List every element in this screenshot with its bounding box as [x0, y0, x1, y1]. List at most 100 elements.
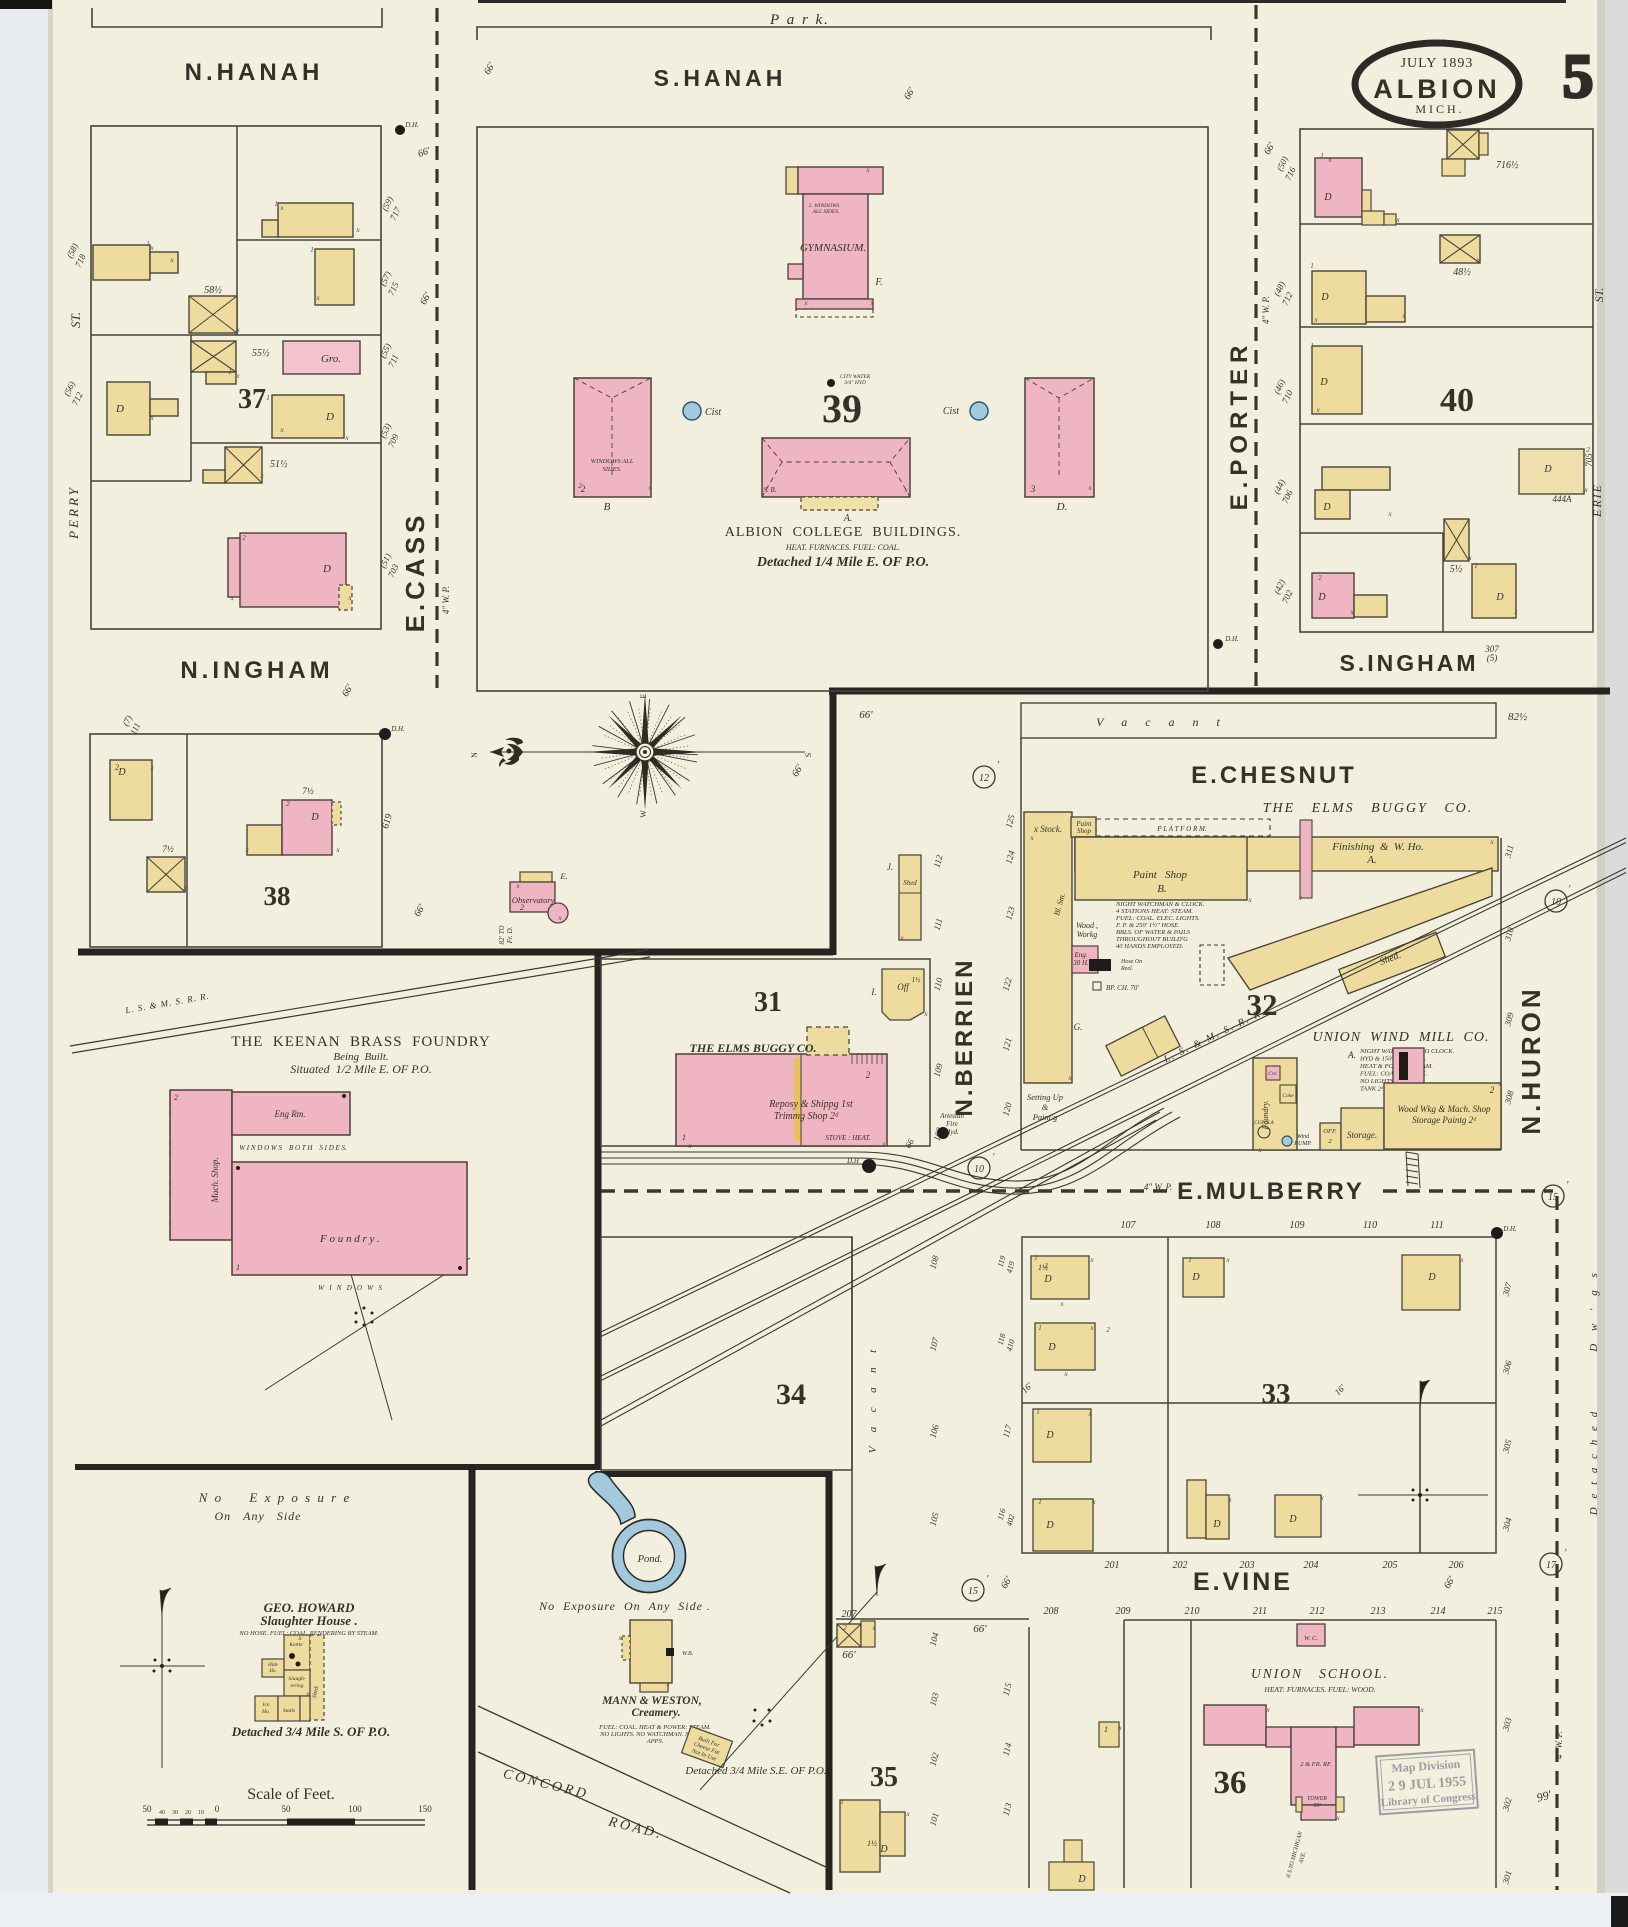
svg-text:Setting Up: Setting Up [1027, 1092, 1063, 1102]
svg-text:ALBION: ALBION [1373, 74, 1501, 104]
svg-text:39: 39 [822, 386, 862, 431]
svg-text:Mach. Shop.: Mach. Shop. [210, 1157, 220, 1203]
svg-text:Shed: Shed [903, 879, 917, 887]
svg-text:x: x [1087, 1410, 1092, 1418]
svg-text:3/4″ HYD: 3/4″ HYD [843, 379, 866, 386]
svg-text:D.: D. [1056, 501, 1068, 513]
svg-text:40: 40 [1440, 382, 1474, 419]
svg-text:BP. CH. 70′: BP. CH. 70′ [1106, 984, 1139, 992]
svg-text:Wood Wkg & Mach. Shop: Wood Wkg & Mach. Shop [1398, 1104, 1491, 1114]
svg-text:x: x [279, 426, 284, 434]
svg-text:D: D [1320, 292, 1329, 303]
svg-text:205: 205 [1383, 1560, 1398, 1571]
svg-text:66′: 66′ [973, 1623, 987, 1635]
svg-text:2: 2 [866, 1070, 871, 1080]
svg-text:1: 1 [1474, 562, 1478, 570]
svg-text:30 H.: 30 H. [1072, 959, 1089, 967]
svg-text:111: 111 [932, 917, 945, 931]
svg-text:1: 1 [1036, 1408, 1040, 1416]
svg-text:x: x [1063, 1370, 1068, 1378]
svg-text:x: x [1029, 834, 1034, 842]
svg-text:W: W [639, 810, 648, 818]
svg-text:x: x [344, 434, 349, 442]
svg-text:x: x [1583, 486, 1588, 494]
svg-text:N o E x p o s u r e: N o E x p o s u r e [198, 1490, 352, 1505]
svg-text:HEAT: FURNACES. FUEL: WOOD.: HEAT: FURNACES. FUEL: WOOD. [1263, 1685, 1375, 1694]
svg-text:x: x [1489, 838, 1494, 846]
svg-text:D: D [1495, 592, 1504, 603]
svg-text:x: x [149, 414, 154, 422]
svg-text:THE ELMS BUGGY CO.: THE ELMS BUGGY CO. [1263, 801, 1474, 816]
svg-text:31: 31 [754, 987, 782, 1018]
svg-text:2: 2 [174, 1093, 178, 1102]
svg-text:x Stock.: x Stock. [1033, 824, 1062, 834]
svg-text:40: 40 [159, 1810, 165, 1816]
svg-text:Scale of Feet.: Scale of Feet. [247, 1786, 335, 1803]
svg-text:′: ′ [1569, 884, 1571, 895]
svg-text:2: 2 [1490, 1085, 1495, 1095]
svg-text:x: x [1475, 256, 1480, 264]
svg-text:CITY WATER: CITY WATER [840, 374, 871, 380]
svg-text:34: 34 [776, 1378, 806, 1411]
svg-text:Ho.: Ho. [261, 1709, 270, 1715]
svg-text:33: 33 [1262, 1378, 1291, 1410]
svg-text:7½: 7½ [302, 786, 314, 796]
svg-text:D: D [1045, 1520, 1054, 1531]
svg-text:305: 305 [1500, 1438, 1514, 1455]
svg-text:N.INGHAM: N.INGHAM [180, 657, 333, 684]
svg-text:215: 215 [1488, 1606, 1503, 1617]
svg-text:F. P. & 250′ 1½″ HOSE.: F. P. & 250′ 1½″ HOSE. [1115, 922, 1180, 929]
svg-text:2: 2 [578, 482, 582, 490]
svg-text:GEO. HOWARD: GEO. HOWARD [264, 1600, 355, 1615]
svg-text:2: 2 [1586, 446, 1590, 454]
svg-text:55½: 55½ [252, 348, 270, 359]
svg-text:D: D [115, 403, 124, 415]
svg-text:402: 402 [1005, 1513, 1017, 1527]
svg-text:x: x [803, 299, 808, 307]
svg-text:x: x [1327, 156, 1332, 164]
svg-text:Wood ,: Wood , [1076, 921, 1098, 930]
svg-text:114: 114 [1001, 1741, 1014, 1756]
svg-text:D: D [1288, 1514, 1297, 1525]
svg-text:122: 122 [1001, 976, 1014, 992]
svg-text:117: 117 [1001, 1423, 1014, 1438]
svg-text:W I N D O W S: W I N D O W S [318, 1284, 382, 1292]
svg-text:PUMP.: PUMP. [1293, 1141, 1311, 1147]
svg-text:ALL SIDES.: ALL SIDES. [812, 209, 840, 215]
svg-text:x: x [1227, 1496, 1232, 1504]
svg-text:Stalls: Stalls [283, 1708, 295, 1714]
svg-text:50: 50 [143, 1804, 153, 1814]
svg-text:1: 1 [1310, 262, 1314, 270]
svg-text:1½: 1½ [912, 976, 922, 984]
svg-text:x: x [1087, 484, 1092, 492]
svg-text:x: x [335, 846, 340, 854]
svg-text:AVE.: AVE. [1298, 1851, 1307, 1865]
svg-text:121: 121 [1001, 1036, 1014, 1052]
svg-text:x: x [1513, 608, 1518, 616]
svg-text:1: 1 [236, 1263, 240, 1272]
svg-text:x: x [1089, 1256, 1094, 1264]
svg-text:W I N D O W S B O T H S: W I N D O W S B O T H S I D E S. [239, 1144, 347, 1152]
svg-text:S.HANAH: S.HANAH [654, 65, 787, 91]
svg-text:′: ′ [993, 1152, 995, 1163]
svg-text:D: D [1043, 1274, 1052, 1285]
svg-text:104: 104 [928, 1631, 941, 1647]
svg-text:x: x [149, 764, 154, 772]
svg-text:x: x [1459, 1256, 1464, 1264]
svg-text:Hyd.: Hyd. [944, 1128, 959, 1136]
svg-text:x: x [1315, 406, 1320, 414]
svg-text:APPS.: APPS. [646, 1738, 664, 1745]
svg-text:D.H.: D.H. [1224, 635, 1239, 643]
svg-text:x: x [1313, 316, 1318, 324]
svg-text:x: x [1265, 1706, 1270, 1714]
svg-text:D.H.: D.H. [390, 725, 405, 733]
svg-text:48½: 48½ [1453, 267, 1471, 278]
svg-text:Creamery.: Creamery. [631, 1707, 680, 1719]
svg-text:PERRY: PERRY [66, 485, 81, 540]
svg-text:Eng.: Eng. [1073, 951, 1087, 959]
svg-text:x: x [347, 594, 352, 602]
svg-text:THE ELMS BUGGY CO.: THE ELMS BUGGY CO. [690, 1041, 817, 1055]
svg-text:1: 1 [1202, 1706, 1206, 1714]
svg-text:Paint: Paint [1075, 820, 1092, 828]
svg-text:D: D [1427, 1272, 1436, 1283]
